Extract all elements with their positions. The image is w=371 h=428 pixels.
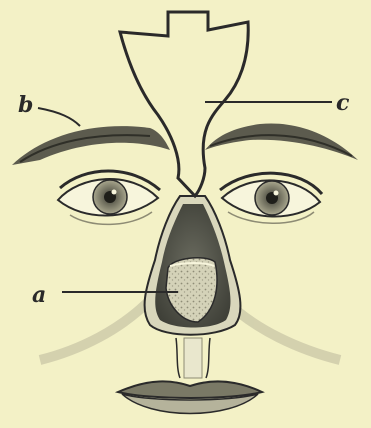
nostrils [176,338,210,378]
mouth [118,381,262,413]
right-eye [220,173,322,223]
forehead-flap-outline [120,12,248,196]
left-eyebrow [12,126,170,165]
label-b: b [18,92,33,118]
leader-b [38,108,80,126]
label-a: a [32,282,46,308]
left-eye [58,171,160,224]
right-eyebrow [205,123,358,160]
label-c: c [336,90,350,116]
nose [145,196,241,335]
